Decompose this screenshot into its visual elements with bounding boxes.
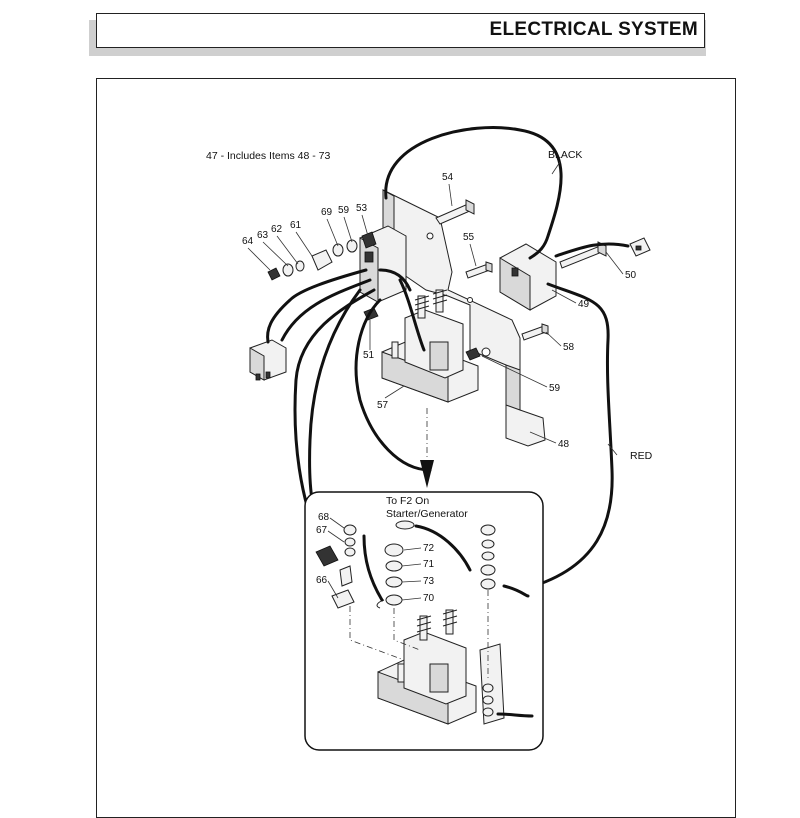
callout-64: 64 — [242, 236, 254, 247]
bolt-58 — [521, 323, 549, 341]
callout-57: 57 — [377, 400, 389, 411]
callout-67: 67 — [316, 525, 328, 536]
callout-55: 55 — [463, 232, 475, 243]
callout-73: 73 — [423, 576, 435, 587]
page-header: ELECTRICAL SYSTEM — [96, 13, 705, 48]
callout-61: 61 — [290, 220, 302, 231]
red-wire — [518, 282, 614, 592]
resistor-box — [499, 243, 557, 311]
solenoid — [381, 289, 479, 403]
bolt-54 — [435, 199, 475, 225]
includes-note: 47 - Includes Items 48 - 73 — [206, 150, 330, 162]
callout-72: 72 — [423, 543, 435, 554]
callout-59-right: 59 — [549, 383, 561, 394]
inset-stack-center — [376, 520, 415, 609]
callout-63: 63 — [257, 230, 269, 241]
callout-53: 53 — [356, 203, 368, 214]
inset-stack-left — [315, 524, 357, 609]
callout-62: 62 — [271, 224, 283, 235]
callout-49: 49 — [578, 299, 590, 310]
red-wire-label: RED — [630, 450, 653, 462]
callout-48: 48 — [558, 439, 570, 450]
callout-69: 69 — [321, 207, 333, 218]
inset-note-line1: To F2 On — [386, 495, 429, 507]
black-wire — [384, 126, 563, 260]
callout-51: 51 — [363, 350, 375, 361]
black-wire-label: BLACK — [548, 149, 582, 161]
callout-70: 70 — [423, 593, 435, 604]
page-title: ELECTRICAL SYSTEM — [489, 19, 698, 40]
hardware-stack-left — [267, 231, 377, 281]
relay-connector — [249, 339, 287, 381]
callout-54: 54 — [442, 172, 454, 183]
callout-59-top: 59 — [338, 205, 350, 216]
connector-50 — [629, 237, 651, 257]
callout-68: 68 — [318, 512, 330, 523]
callout-66: 66 — [316, 575, 328, 586]
inset-stack-right — [480, 524, 496, 717]
detail-pointer — [420, 460, 434, 488]
inset-note-line2: Starter/Generator — [386, 508, 468, 520]
nut-59 — [465, 347, 491, 361]
callout-50: 50 — [625, 270, 637, 281]
exploded-parts-diagram: 47 - Includes Items 48 - 73 BLACK RED To… — [206, 126, 653, 751]
callout-71: 71 — [423, 559, 435, 570]
bolt-55 — [465, 261, 493, 279]
callout-58: 58 — [563, 342, 575, 353]
